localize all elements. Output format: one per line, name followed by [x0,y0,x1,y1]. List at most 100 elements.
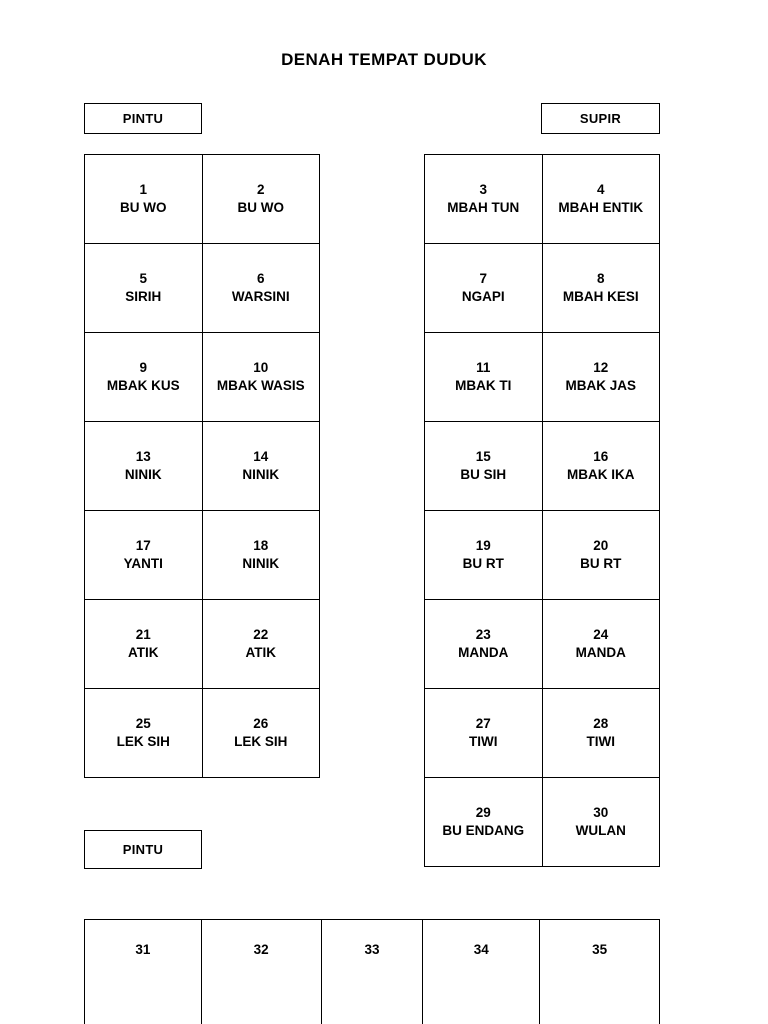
seat-cell-33[interactable]: 33 [322,920,424,1024]
seat-cell-29[interactable]: 29 BU ENDANG [425,778,543,867]
seat-number: 9 [139,359,147,375]
seat-number: 25 [135,715,151,731]
seat-occupant-name: TIWI [586,734,616,749]
seat-occupant-name: MBAK JAS [565,378,636,393]
seat-occupant-name: MBAK IKA [567,467,635,482]
seat-cell-2[interactable]: 2 BU WO [202,155,320,244]
seat-occupant-name: ATIK [128,645,159,660]
seat-occupant-name: WARSINI [231,289,290,304]
seat-occupant-name: SIRIH [125,289,162,304]
seat-number: 24 [593,626,609,642]
seat-occupant-name: MBAH KESI [562,289,639,304]
seat-number: 17 [135,537,151,553]
seat-occupant-name: BU RT [580,556,622,571]
seat-occupant-name: MBAK TI [455,378,512,393]
seat-number: 28 [593,715,609,731]
seat-occupant-name: MANDA [575,645,626,660]
seat-occupant-name: MBAH TUN [447,200,520,215]
seat-number: 22 [253,626,269,642]
seat-number: 6 [256,270,265,286]
seat-occupant-name: NINIK [242,467,280,482]
seat-occupant-name: BU ENDANG [442,823,525,838]
seat-occupant-name: BU WO [237,200,285,215]
seat-cell-31[interactable]: 31 [85,920,202,1024]
seat-number: 15 [475,448,491,464]
seat-occupant-name: BU SIH [460,467,507,482]
seat-occupant-name: LEK SIH [234,734,288,749]
seat-occupant-name: TIWI [469,734,498,749]
seat-number: 26 [253,715,269,731]
seat-number: 16 [593,448,609,464]
seat-number: 18 [253,537,269,553]
seat-number: 2 [256,181,265,197]
seat-number: 23 [475,626,491,642]
seat-number: 12 [593,359,609,375]
seat-occupant-name: NINIK [124,467,162,482]
seat-number: 30 [593,804,609,820]
page-title: DENAH TEMPAT DUDUK [281,50,487,69]
seat-cell-19[interactable]: 19 BU RT [425,511,543,600]
seat-occupant-name: BU RT [462,556,504,571]
seat-occupant-name: ATIK [245,645,277,660]
seat-occupant-name: MBAK WASIS [216,378,305,393]
label-box-supir: SUPIR [541,103,660,134]
seat-number: 8 [596,270,605,286]
seat-number: 7 [479,270,487,286]
seat-number: 1 [139,181,147,197]
seat-number: 10 [253,359,269,375]
seat-number: 19 [475,537,491,553]
seat-cell-35[interactable]: 35 [540,920,661,1024]
seat-number: 3 [479,181,487,197]
seat-occupant-name: NINIK [242,556,280,571]
label-box-pintu-bottom: PINTU [84,830,202,869]
seat-number: 29 [475,804,491,820]
seat-cell-32[interactable]: 32 [202,920,322,1024]
label-box-pintu-top: PINTU [84,103,202,134]
seat-cell-34[interactable]: 34 [423,920,541,1024]
seat-number: 5 [139,270,147,286]
seat-cell-15[interactable]: 15 BU SIH [425,422,543,511]
seat-number: 14 [253,448,269,464]
